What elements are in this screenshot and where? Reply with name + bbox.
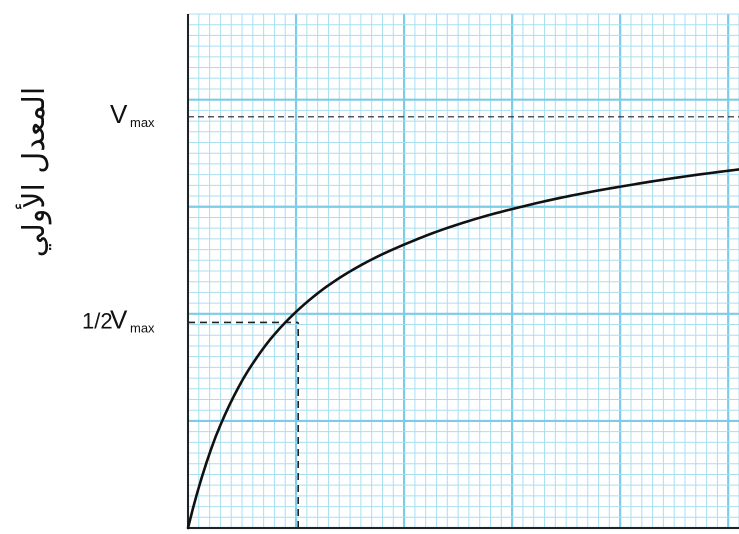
y-tick-label-half-vmax: V: [110, 304, 128, 334]
guides: [188, 116, 739, 528]
y-axis-label: المعدل الأولي: [14, 87, 52, 257]
y-tick-half-vmax: 1/2 V max: [82, 304, 155, 335]
grid: [186, 13, 739, 530]
y-tick-vmax: V max: [110, 99, 155, 130]
axes: [187, 14, 739, 529]
y-tick-label-vmax: V: [110, 99, 128, 129]
y-tick-sub-vmax: max: [130, 115, 155, 130]
series-line: [186, 168, 739, 530]
y-tick-sub-half-vmax: max: [130, 320, 155, 335]
y-tick-fraction: 1/2: [82, 308, 113, 333]
